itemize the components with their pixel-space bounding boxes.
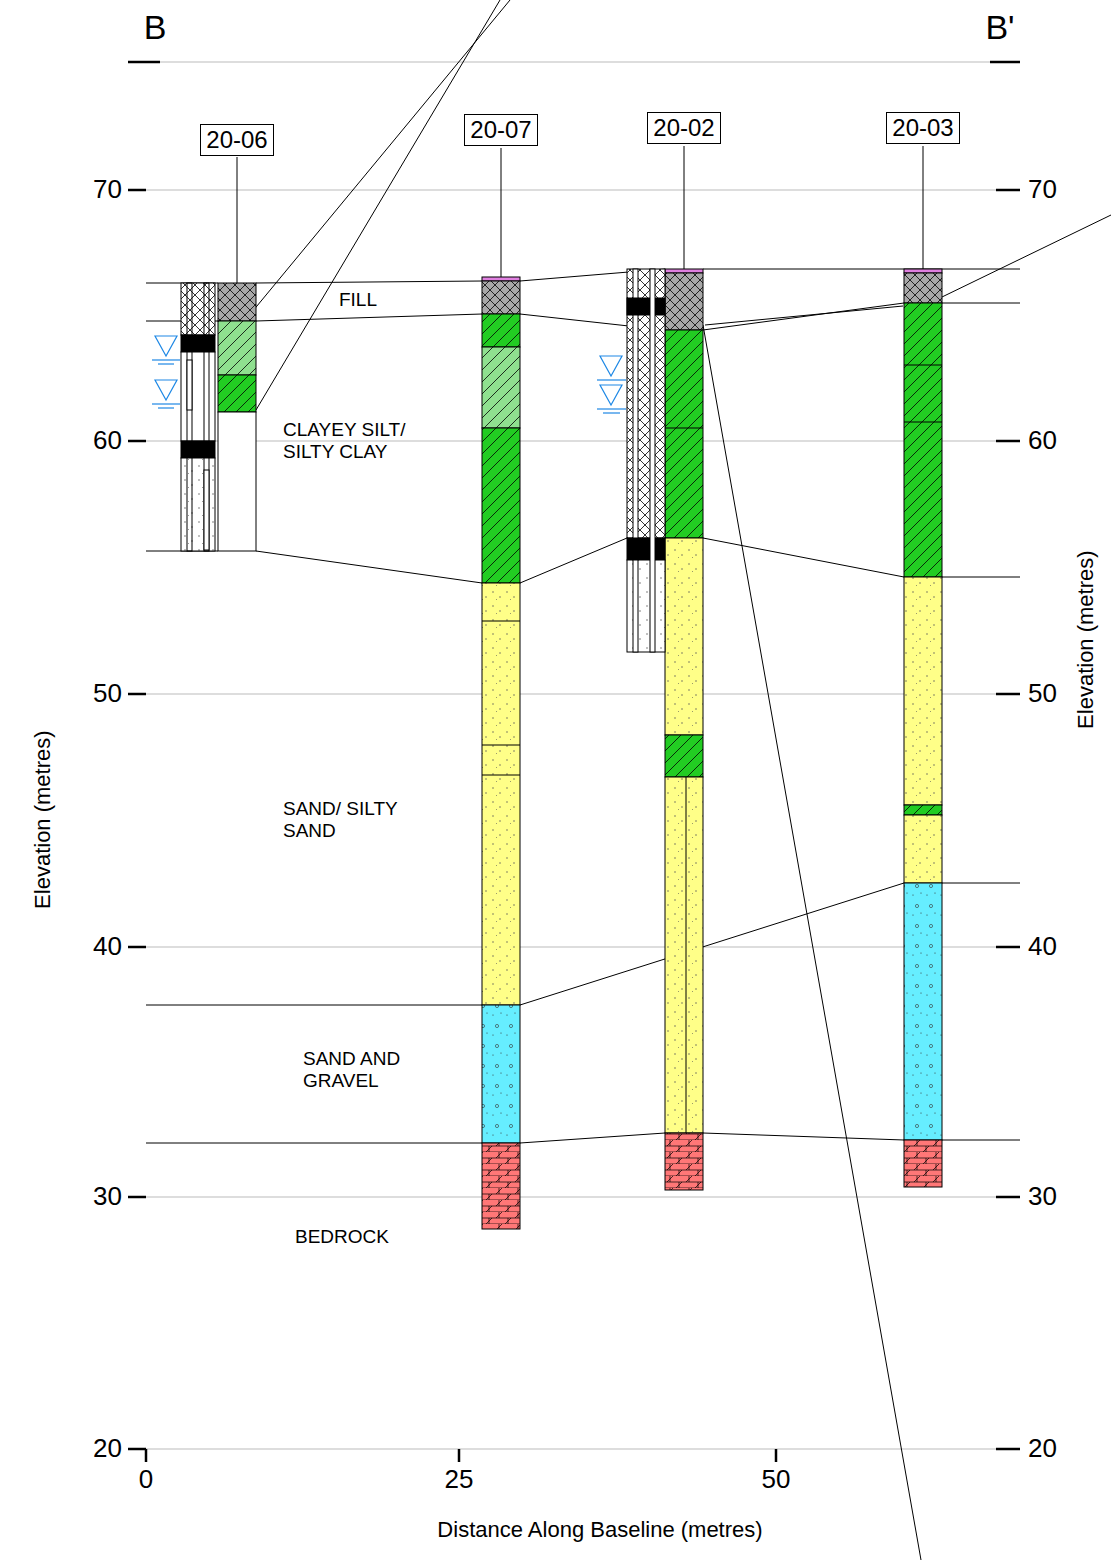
axis-tick: 40 [1028,932,1057,962]
section-letter: B [144,8,167,47]
axis-tick: 25 [445,1465,474,1495]
axis-tick: 60 [93,426,122,456]
axis-tick: 60 [1028,426,1057,456]
borehole-id: 20-07 [470,116,531,143]
axis-tick: 50 [93,679,122,709]
borehole-id: 20-03 [892,114,953,141]
axis-title: Elevation (metres) [29,731,54,910]
axis-tick: 0 [139,1465,153,1495]
axis-tick: 30 [93,1182,122,1212]
borehole-id-box: 20-06 [200,124,273,156]
axis-tick: 70 [1028,175,1057,205]
borehole-id-box: 20-02 [647,112,720,144]
layer-label: SAND AND GRAVEL [303,1048,423,1092]
layer-label: FILL [339,289,377,311]
axis-tick: 50 [1028,679,1057,709]
axis-title: Distance Along Baseline (metres) [437,1517,762,1542]
axis-tick: 70 [93,175,122,205]
axis-tick: 20 [1028,1434,1057,1464]
axis-title: Elevation (metres) [1072,551,1097,730]
section-letter: B' [985,8,1014,47]
borehole-id-box: 20-07 [464,114,537,146]
axis-tick: 50 [762,1465,791,1495]
layer-label: BEDROCK [295,1226,389,1248]
layer-label: SAND/ SILTY SAND [283,798,423,842]
axis-tick: 40 [93,932,122,962]
axis-tick: 30 [1028,1182,1057,1212]
borehole-id: 20-06 [206,126,267,153]
layer-label: CLAYEY SILT/ SILTY CLAY [283,419,433,463]
axis-tick: 20 [93,1434,122,1464]
borehole-id: 20-02 [653,114,714,141]
borehole-id-box: 20-03 [886,112,959,144]
